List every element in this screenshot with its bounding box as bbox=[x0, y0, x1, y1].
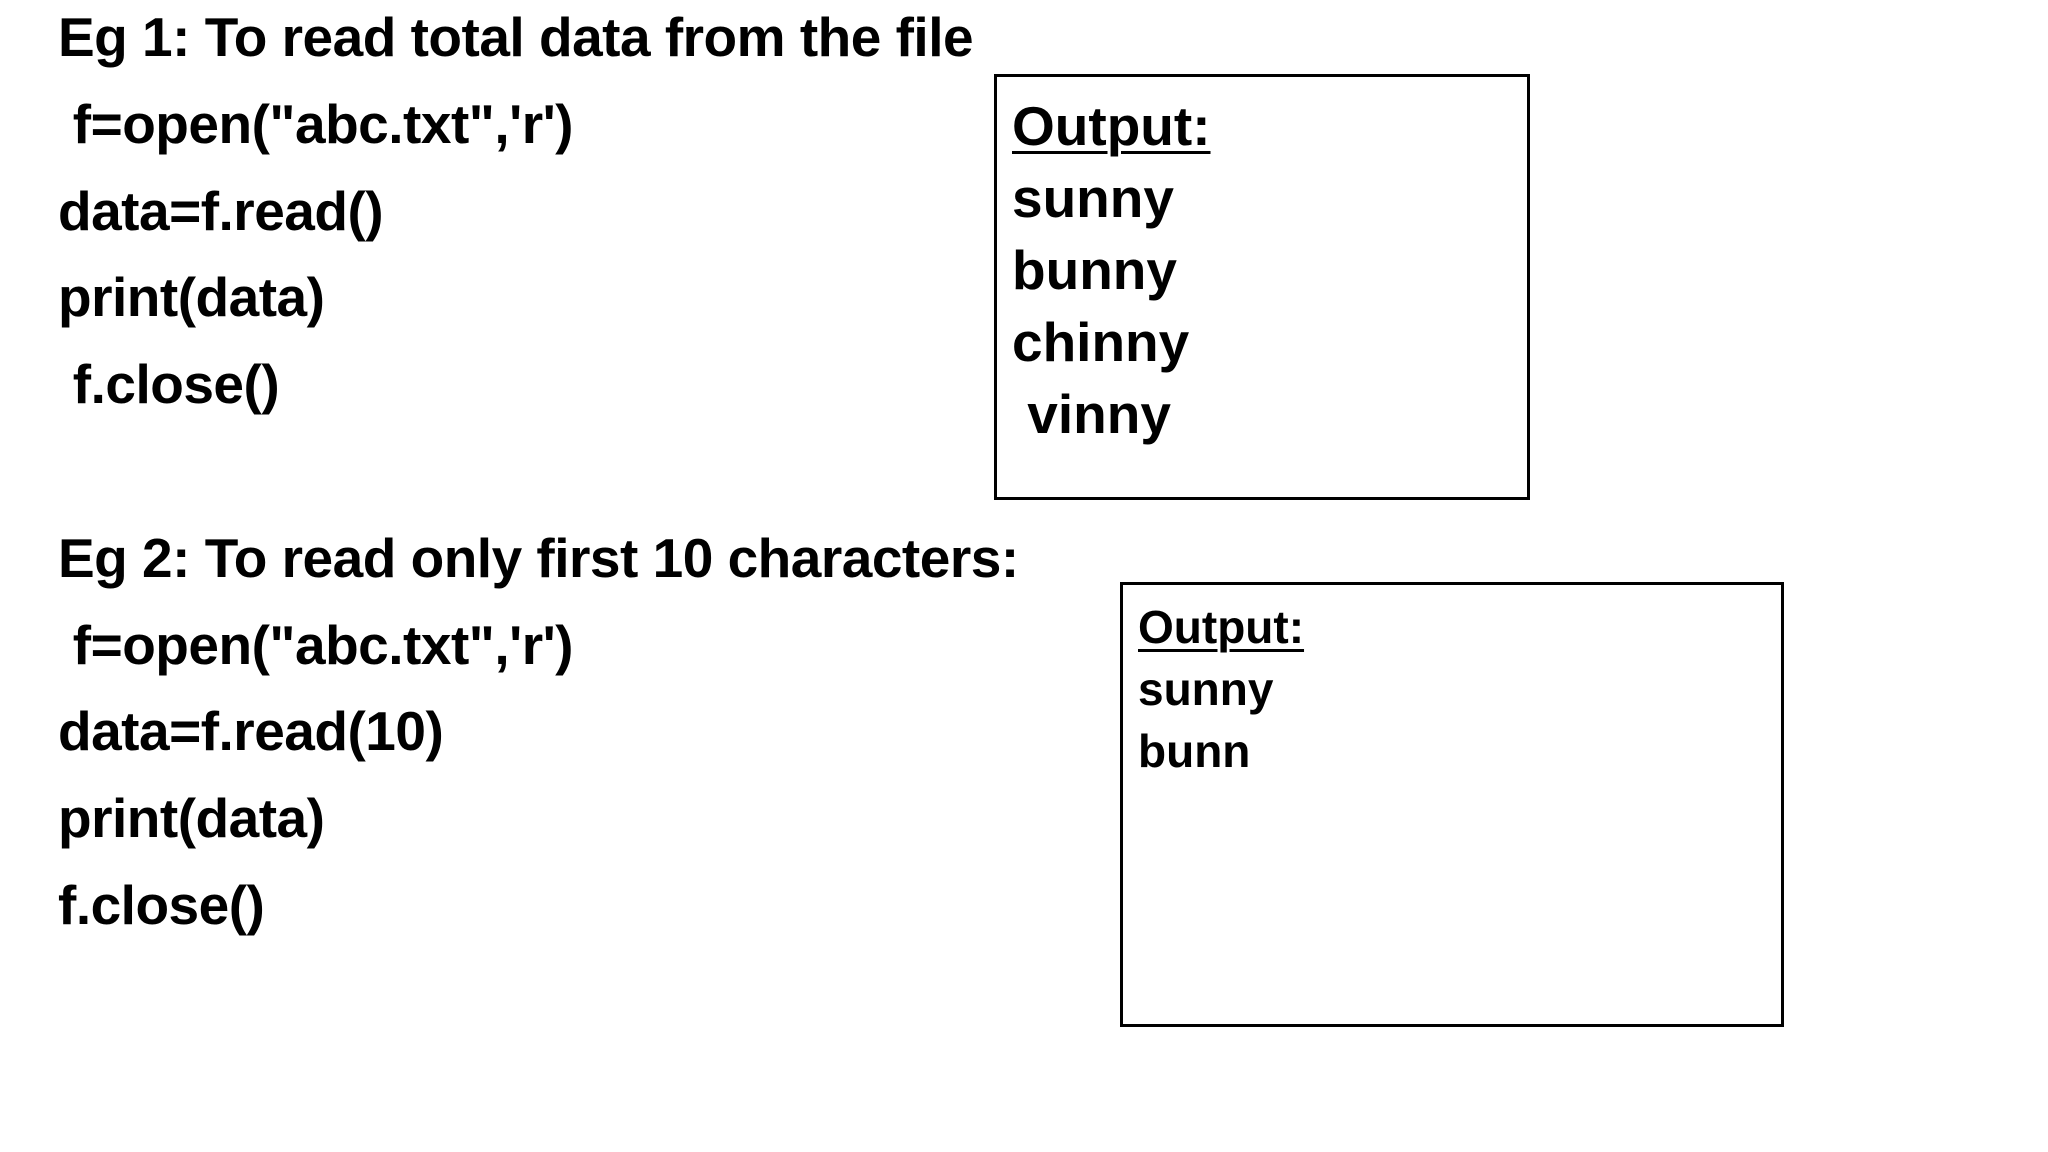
example2-heading: Eg 2: To read only first 10 characters: bbox=[58, 527, 1019, 589]
example1-output-line-3: chinny bbox=[1012, 311, 1190, 373]
example1-output-line-4: vinny bbox=[1012, 383, 1171, 445]
example1-output-line-2: bunny bbox=[1012, 239, 1177, 301]
example2-code-line-1: f=open("abc.txt",'r') bbox=[58, 614, 574, 676]
example1-output-line-1: sunny bbox=[1012, 167, 1174, 229]
example2-code-line-2: data=f.read(10) bbox=[58, 700, 444, 762]
example1-code-line-1: f=open("abc.txt",'r') bbox=[58, 93, 574, 155]
example2-output-label: Output: bbox=[1138, 601, 1305, 653]
example1-output-label: Output: bbox=[1012, 95, 1211, 157]
example1-output-box: Output: sunny bunny chinny vinny bbox=[994, 74, 1530, 500]
example2-output-box: Output: sunny bunn bbox=[1120, 582, 1784, 1027]
example1-code-line-2: data=f.read() bbox=[58, 180, 384, 242]
example1-code-line-3: print(data) bbox=[58, 266, 325, 328]
example2-output-line-2: bunn bbox=[1138, 725, 1251, 777]
example2-code-line-3: print(data) bbox=[58, 787, 325, 849]
example1-heading: Eg 1: To read total data from the file bbox=[58, 6, 974, 68]
example1-code-line-4: f.close() bbox=[58, 353, 280, 415]
example2-output-line-1: sunny bbox=[1138, 663, 1274, 715]
example2-code-line-4: f.close() bbox=[58, 874, 265, 936]
